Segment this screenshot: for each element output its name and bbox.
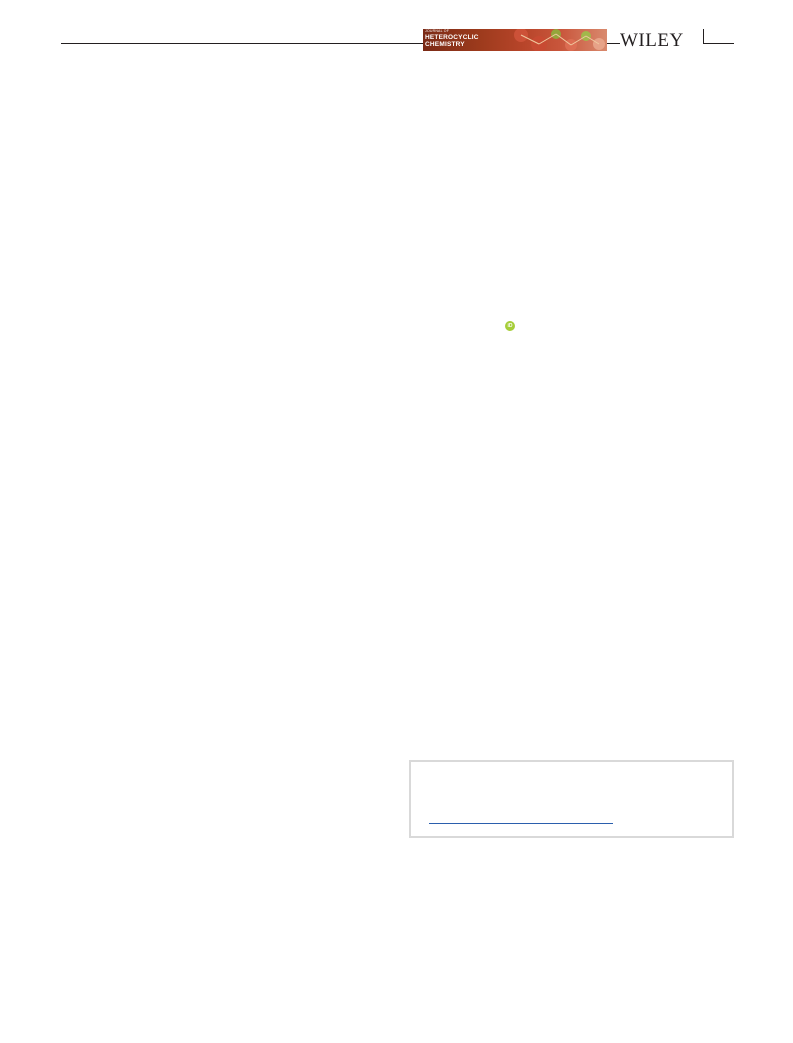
header-rule-right bbox=[703, 43, 734, 44]
journal-title-prefix: JOURNAL OF bbox=[425, 29, 450, 33]
info-box bbox=[409, 760, 734, 838]
journal-logo-banner: JOURNAL OF HETEROCYCLIC CHEMISTRY bbox=[423, 29, 607, 51]
doi-link-underline[interactable] bbox=[429, 823, 613, 824]
publisher-logo: WILEY bbox=[620, 30, 684, 51]
journal-title-line1: HETEROCYCLIC bbox=[425, 33, 479, 41]
orcid-icon[interactable]: iD bbox=[505, 321, 515, 331]
journal-title: JOURNAL OF HETEROCYCLIC CHEMISTRY bbox=[425, 29, 479, 48]
molecule-graphic bbox=[514, 29, 605, 51]
page-number-tick bbox=[703, 29, 704, 43]
header-rule bbox=[61, 43, 423, 44]
journal-title-line2: CHEMISTRY bbox=[425, 40, 465, 48]
header-rule-mid bbox=[607, 43, 620, 44]
